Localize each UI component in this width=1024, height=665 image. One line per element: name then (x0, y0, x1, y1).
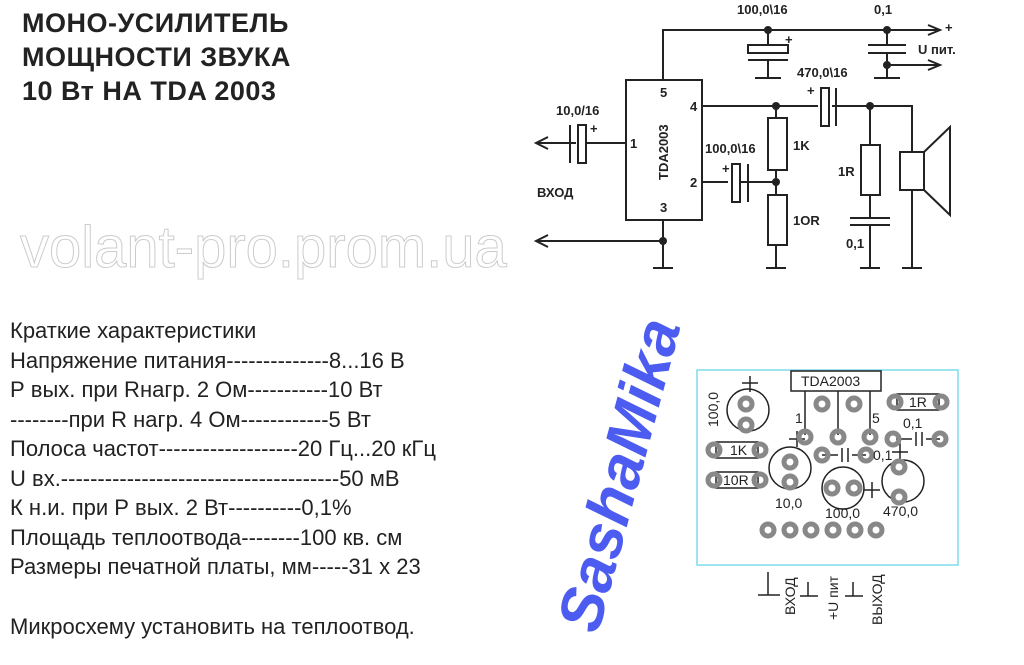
spec-item: Полоса частот-------------------20 Гц...… (10, 436, 436, 461)
pcb-label: 10,0 (775, 495, 802, 511)
note: Микросхему установить на теплоотвод. (10, 614, 415, 639)
pcb-label: 10R (723, 472, 749, 488)
spec-item: К н.и. при Р вых. 2 Вт----------0,1% (10, 495, 352, 520)
spec-item: U вх.-----------------------------------… (10, 465, 400, 491)
label: 100,0\16 (705, 141, 756, 156)
label: 0,1 (846, 236, 864, 251)
pcb-border (696, 369, 959, 566)
junctions (659, 26, 891, 245)
pcb-label: 1 (795, 410, 803, 426)
pcb-label: 100,0 (825, 505, 860, 521)
pcb-label: 0,1 (873, 447, 893, 463)
pcb-label: 5 (872, 410, 880, 426)
label: + (945, 20, 953, 35)
pcb-label: ВЫХОД (869, 574, 885, 625)
pin-label: 4 (690, 99, 698, 114)
capacitors (569, 44, 906, 226)
ic-body (625, 79, 703, 221)
wires (533, 24, 943, 269)
spec-item: Размеры печатной платы, мм-----31 x 23 (10, 554, 421, 579)
supply-label: U пит. (918, 42, 956, 57)
pin-label: 1 (630, 136, 637, 151)
label: 1OR (793, 213, 820, 228)
label: + (722, 161, 730, 176)
speaker-icon (899, 124, 951, 218)
pin-label: 5 (660, 85, 667, 100)
pcb-label: 470,0 (883, 503, 918, 519)
watermark: volant-pro.prom.ua (20, 215, 508, 281)
label: 1K (793, 138, 810, 153)
spec-item: Напряжение питания--------------8...16 В (10, 347, 405, 373)
input-label: ВХОД (537, 185, 574, 200)
pcb-ground-marks (758, 572, 863, 597)
resistors (767, 117, 881, 246)
specs-list: Краткие характеристики Напряжение питани… (10, 316, 436, 582)
pcb-label: 1K (730, 442, 748, 458)
page-title: МОНО-УСИЛИТЕЛЬ МОЩНОСТИ ЗВУКА 10 Вт НА T… (22, 6, 291, 108)
spec-item: --------при R нагр. 4 Ом------------5 Вт (10, 406, 371, 432)
ic-label: TDA2003 (656, 124, 671, 180)
label: 1R (838, 164, 855, 179)
label: + (590, 121, 598, 136)
pcb-label: 1R (909, 394, 927, 410)
title-line: МОНО-УСИЛИТЕЛЬ (22, 8, 289, 38)
spec-item: Площадь теплоотвода--------100 кв. см (10, 524, 403, 550)
spec-item: Р вых. при Rнагр. 2 Ом-----------10 Вт (10, 377, 383, 402)
pin-label: 2 (690, 175, 697, 190)
label: 0,1 (874, 2, 892, 17)
title-line: МОЩНОСТИ ЗВУКА (22, 42, 291, 72)
title-line: 10 Вт НА TDA 2003 (22, 76, 277, 106)
specs-heading: Краткие характеристики (10, 318, 257, 343)
label: 100,0\16 (737, 2, 788, 17)
pin-label: 3 (660, 200, 667, 215)
label: + (785, 32, 793, 47)
label: 470,0\16 (797, 65, 848, 80)
pcb-label: +U пит (825, 575, 841, 620)
pcb-label: ВХОД (782, 577, 798, 615)
label: 10,0/16 (556, 103, 599, 118)
pcb-ic-label: TDA2003 (801, 373, 860, 389)
pcb-label: 0,1 (903, 415, 923, 431)
pcb-label: 100,0 (705, 392, 721, 427)
pcb-pads (705, 393, 950, 539)
label: + (807, 83, 815, 98)
